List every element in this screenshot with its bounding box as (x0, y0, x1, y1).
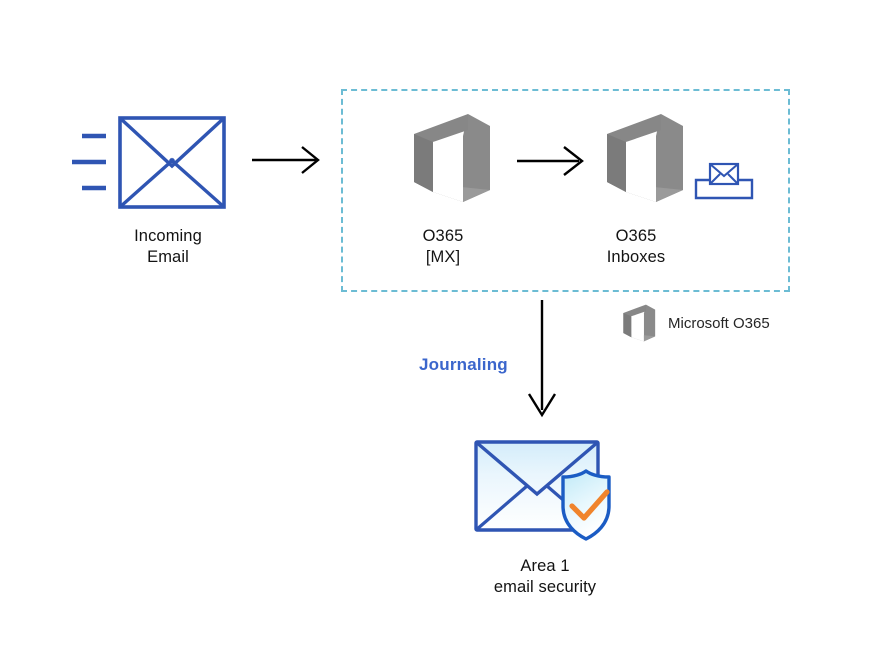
incoming-email-icon (70, 115, 235, 210)
inbox-tray-envelope-icon (693, 158, 755, 204)
office-365-cube-icon-inboxes (599, 112, 685, 204)
arrow-right-icon-incoming-to-mx (252, 142, 324, 178)
legend-item-label-microsoft-o365: Microsoft O365 (668, 315, 770, 332)
incoming-email-label: Incoming Email (134, 227, 202, 266)
o365-mx-label: O365 [MX] (422, 227, 464, 266)
office-365-cube-icon-mx (406, 112, 492, 204)
arrow-down-icon-journaling (522, 300, 562, 420)
arrow-right-icon-mx-to-inboxes (517, 143, 587, 179)
office-365-cube-icon-legend (620, 303, 656, 343)
envelope-shield-check-icon (472, 436, 632, 546)
o365-boundary-box (341, 89, 790, 292)
area1-label: Area 1 email security (493, 557, 597, 596)
o365-inboxes-label: O365 Inboxes (606, 227, 666, 266)
journaling-edge-label: Journaling (419, 355, 508, 374)
